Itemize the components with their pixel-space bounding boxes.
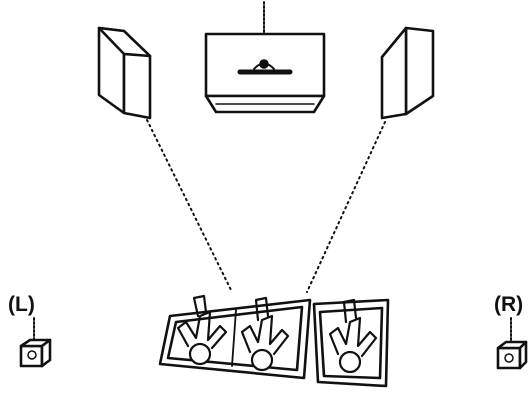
front-left-speaker-icon [97, 26, 152, 120]
listener-figure [240, 296, 290, 372]
sofa [158, 298, 312, 380]
front-sight-lines [146, 119, 386, 293]
surround-left-speaker-icon [19, 317, 52, 368]
front-right-speaker-icon [380, 26, 435, 120]
armchair [312, 298, 390, 388]
listener-seats-icon [158, 294, 390, 388]
surround-right-speaker-icon [496, 317, 528, 370]
listener-figure [176, 294, 228, 366]
center-speaker-icon [204, 1, 326, 114]
right-surround-label: (R) [494, 293, 523, 316]
listener-figure [328, 298, 378, 374]
left-surround-label: (L) [8, 293, 35, 316]
